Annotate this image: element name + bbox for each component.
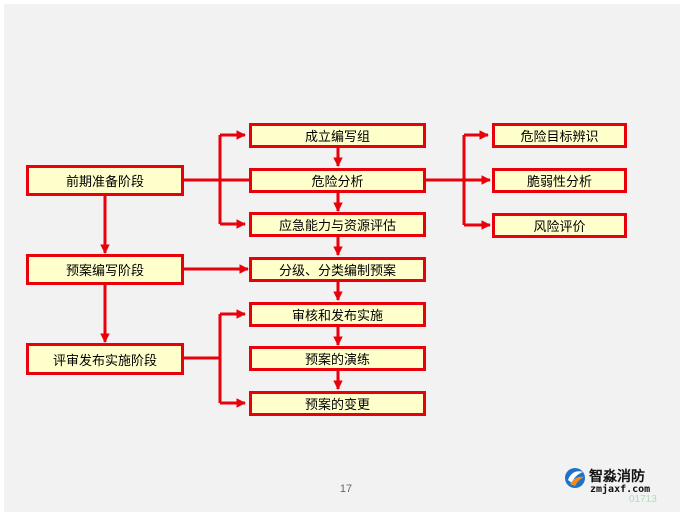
stage-prep-label: 前期准备阶段 xyxy=(65,175,144,190)
risk-evaluation-label: 风险评价 xyxy=(533,220,586,235)
step-approve-label: 审核和发布实施 xyxy=(291,309,383,324)
step-change-label: 预案的变更 xyxy=(304,398,370,413)
brand-name: 智淼消防 xyxy=(589,469,645,485)
step-capacity-box: 应急能力与资源评估 xyxy=(249,212,426,237)
risk-target-label: 危险目标辨识 xyxy=(520,130,599,145)
flame-logo-icon xyxy=(565,468,585,488)
step-classify-box: 分级、分类编制预案 xyxy=(249,257,426,282)
slide: 前期准备阶段 预案编写阶段 评审发布实施阶段 成立编写组 危险分析 应急能力与资… xyxy=(4,4,680,512)
step-change-box: 预案的变更 xyxy=(249,391,426,416)
stage-review-box: 评审发布实施阶段 xyxy=(26,343,184,375)
step-approve-box: 审核和发布实施 xyxy=(249,302,426,327)
risk-vulnerability-label: 脆弱性分析 xyxy=(526,175,592,190)
step-drill-box: 预案的演练 xyxy=(249,346,426,371)
connector-lines xyxy=(100,130,491,408)
risk-evaluation-box: 风险评价 xyxy=(492,213,627,238)
step-team-box: 成立编写组 xyxy=(249,123,426,148)
step-risk-box: 危险分析 xyxy=(249,168,426,193)
step-drill-label: 预案的演练 xyxy=(304,353,370,368)
page-number: 17 xyxy=(339,483,353,495)
step-risk-label: 危险分析 xyxy=(311,175,364,190)
stage-compile-label: 预案编写阶段 xyxy=(65,264,144,279)
brand-extra-text: 01713 xyxy=(629,494,657,505)
risk-target-box: 危险目标辨识 xyxy=(492,123,627,148)
stage-prep-box: 前期准备阶段 xyxy=(26,165,184,196)
step-team-label: 成立编写组 xyxy=(304,130,370,145)
stage-compile-box: 预案编写阶段 xyxy=(26,254,184,285)
risk-vulnerability-box: 脆弱性分析 xyxy=(492,168,627,193)
step-classify-label: 分级、分类编制预案 xyxy=(278,264,396,279)
stage-review-label: 评审发布实施阶段 xyxy=(52,353,157,369)
brand-logo: 智淼消防 zmjaxf.com 01713 xyxy=(563,466,675,510)
brand-url: zmjaxf.com xyxy=(590,484,651,495)
step-capacity-label: 应急能力与资源评估 xyxy=(278,219,396,234)
